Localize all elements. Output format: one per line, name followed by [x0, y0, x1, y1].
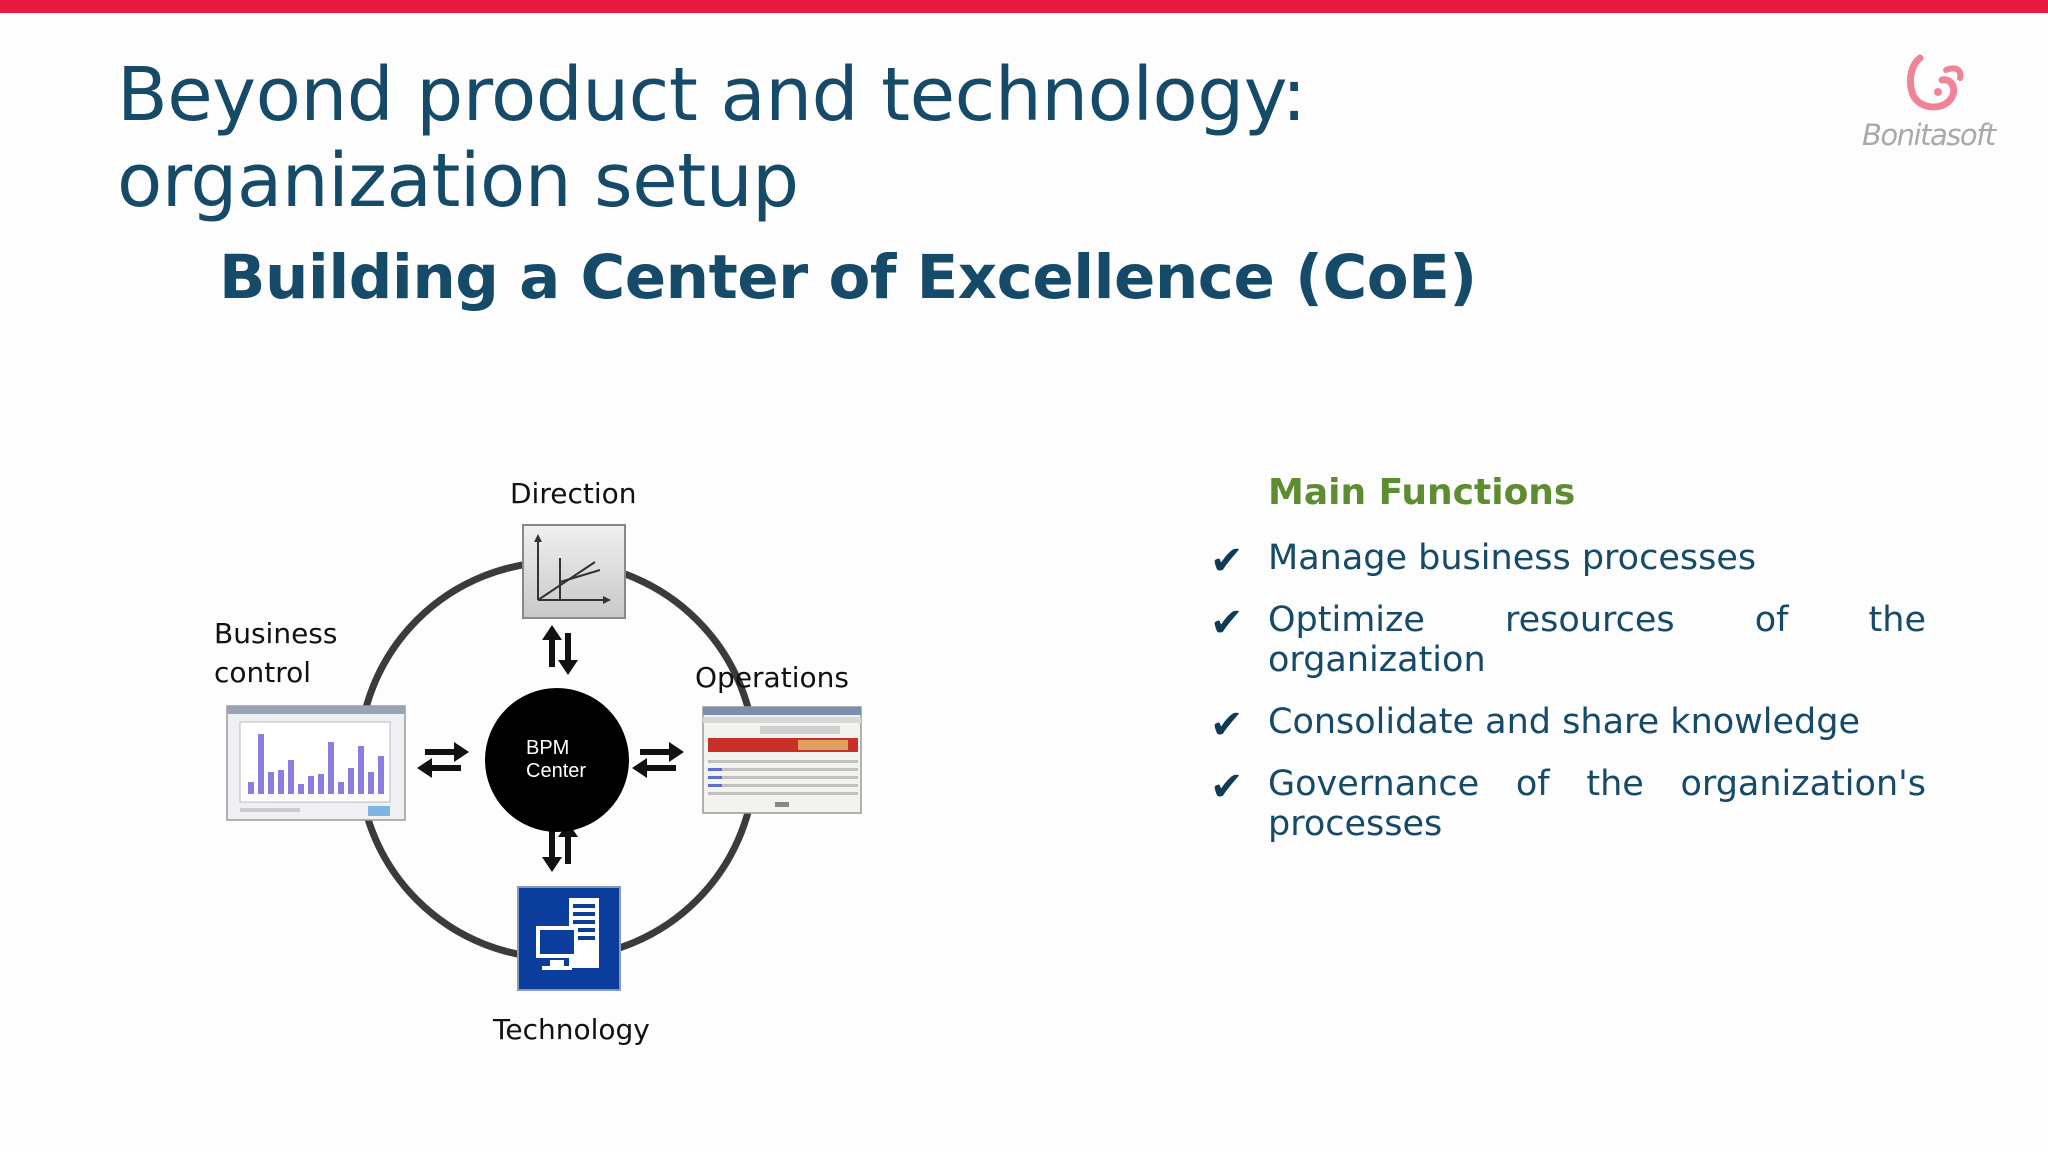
coe-diagram-graphic [226, 524, 862, 991]
bpm-center-label-line2: Center [526, 760, 587, 782]
list-item: ✔ Governance of the organization's proce… [1210, 764, 1926, 844]
direction-label: Direction [510, 477, 637, 510]
list-item: ✔ Consolidate and share knowledge [1210, 702, 1926, 746]
coe-diagram: Direction Business control Operations Te… [200, 470, 900, 1070]
checkmark-icon: ✔ [1210, 601, 1244, 645]
business-control-screenshot-icon [226, 705, 406, 821]
operations-exchange-arrows [632, 742, 684, 778]
list-item-text: Consolidate and share knowledge [1268, 702, 1861, 742]
operations-screenshot-icon [702, 706, 862, 814]
checkmark-icon: ✔ [1210, 765, 1244, 809]
bpm-center-label: BPM Center [526, 737, 586, 783]
technology-label: Technology [493, 1013, 650, 1046]
list-item-text: Governance of the organization's process… [1268, 764, 1926, 844]
page-title: Beyond product and technology: organizat… [117, 52, 1307, 224]
bpm-center-label-line1: BPM [526, 737, 570, 759]
direction-chart-icon [522, 524, 626, 619]
logo-text: Bonitasoft [1862, 118, 1996, 152]
bonitasoft-logo-icon [1906, 54, 1964, 111]
list-item: ✔ Manage business processes [1210, 538, 1926, 582]
main-functions-list: ✔ Manage business processes ✔ Optimize r… [1210, 538, 1926, 866]
bonitasoft-logo: Bonitasoft [1862, 50, 1996, 162]
checkmark-icon: ✔ [1210, 539, 1244, 583]
business-exchange-arrows [417, 742, 469, 778]
list-item-text: Manage business processes [1268, 538, 1757, 578]
page-subtitle: Building a Center of Excellence (CoE) [219, 242, 1477, 313]
business-control-label-line2: control [214, 656, 312, 689]
main-functions-heading: Main Functions [1268, 472, 1576, 513]
business-control-label: Business control [214, 614, 337, 692]
business-control-label-line1: Business [214, 617, 338, 650]
direction-exchange-arrows [542, 625, 578, 675]
bpm-center-circle [485, 688, 629, 832]
list-item: ✔ Optimize resources of the organization [1210, 600, 1926, 680]
technology-computer-icon [517, 886, 621, 991]
operations-label: Operations [695, 661, 849, 694]
list-item-text: Optimize resources of the organization [1268, 600, 1926, 680]
top-accent-bar [0, 0, 2048, 13]
checkmark-icon: ✔ [1210, 703, 1244, 747]
